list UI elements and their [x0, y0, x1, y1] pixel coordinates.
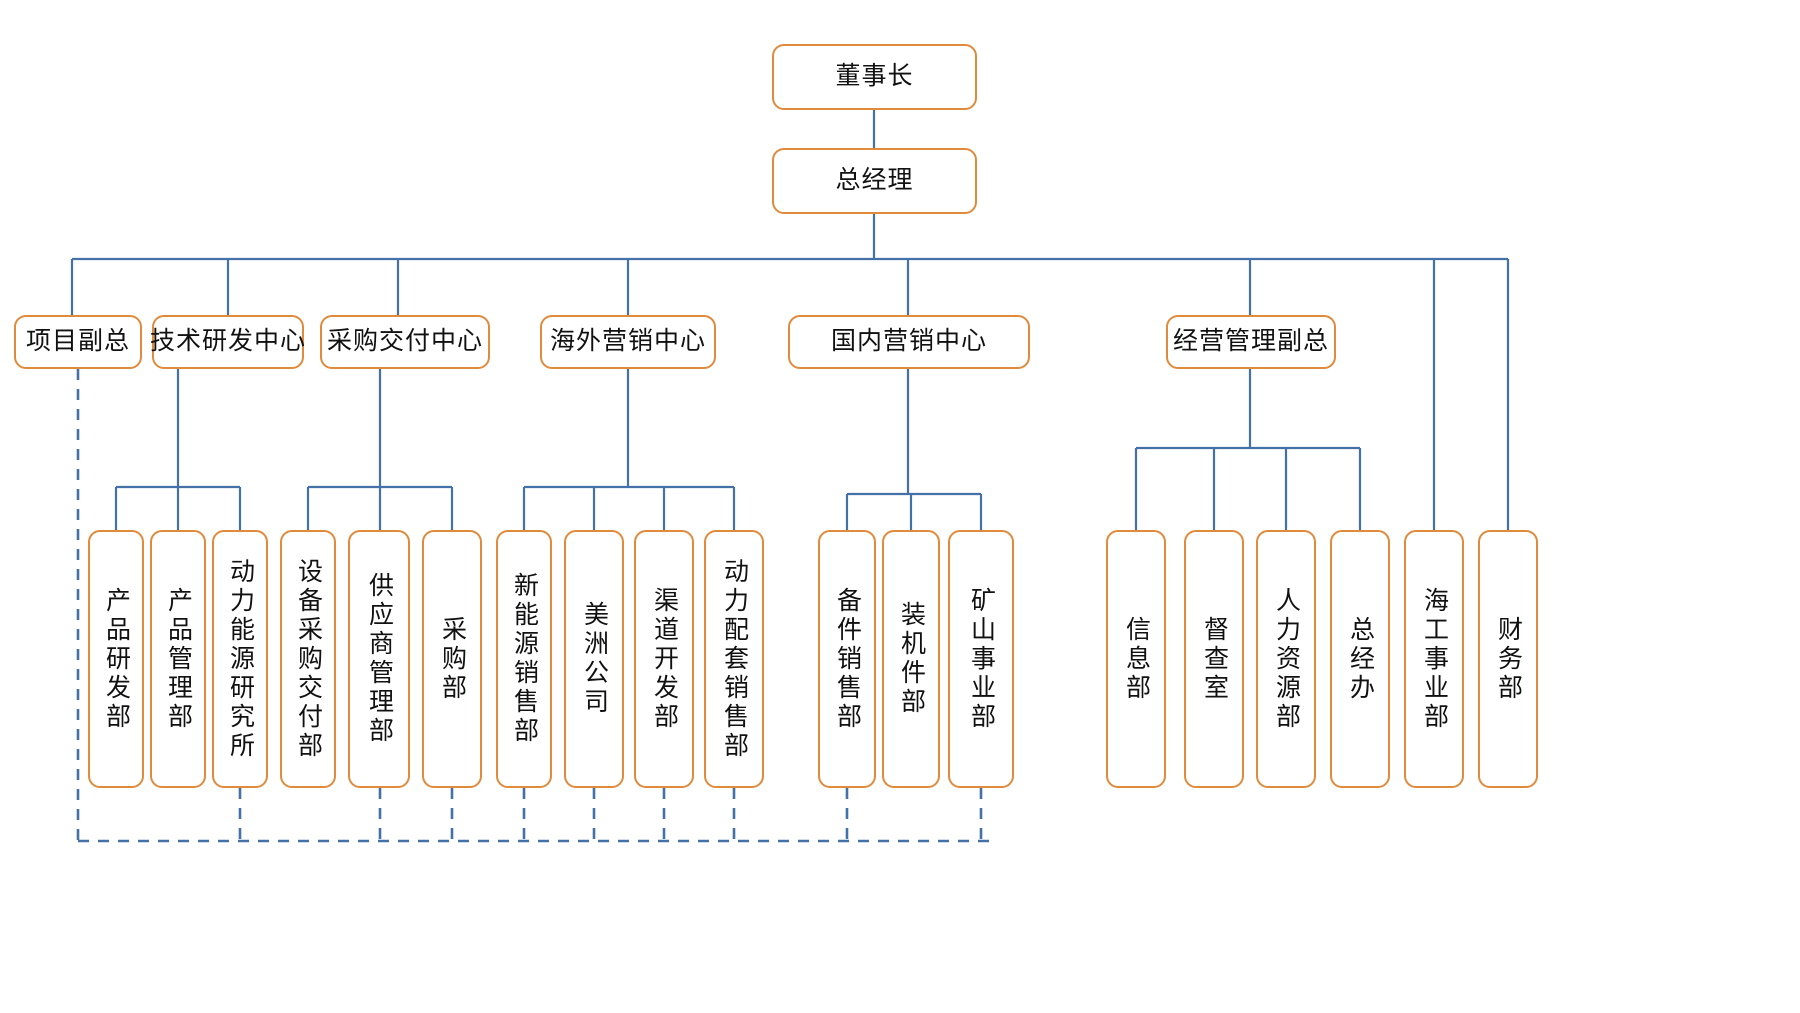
- node-label-chairman: 董事长: [835, 62, 914, 91]
- node-label-new-energy-sales: 新能源销售部: [510, 572, 539, 746]
- node-mining-div[interactable]: 矿山事业部: [948, 530, 1014, 788]
- node-label-mining-div: 矿山事业部: [967, 586, 996, 732]
- node-label-overseas-center: 海外营销中心: [549, 327, 706, 356]
- node-label-americas-co: 美洲公司: [580, 601, 609, 717]
- node-domestic-center[interactable]: 国内营销中心: [788, 315, 1030, 369]
- node-product-mgmt[interactable]: 产品管理部: [150, 530, 206, 788]
- node-supplier-mgmt[interactable]: 供应商管理部: [348, 530, 410, 788]
- node-label-gm-office: 总经办: [1346, 615, 1375, 703]
- node-new-energy-sales[interactable]: 新能源销售部: [496, 530, 552, 788]
- node-label-info-dept: 信息部: [1122, 615, 1151, 703]
- node-info-dept[interactable]: 信息部: [1106, 530, 1166, 788]
- node-americas-co[interactable]: 美洲公司: [564, 530, 624, 788]
- node-chairman[interactable]: 董事长: [772, 44, 977, 110]
- node-product-rd[interactable]: 产品研发部: [88, 530, 144, 788]
- node-label-purchase-center: 采购交付中心: [326, 327, 483, 356]
- node-power-kit-sales[interactable]: 动力配套销售部: [704, 530, 764, 788]
- node-general-manager[interactable]: 总经理: [772, 148, 977, 214]
- node-label-general-manager: 总经理: [835, 166, 914, 195]
- node-label-hr-dept: 人力资源部: [1272, 586, 1301, 732]
- node-label-finance-dept: 财务部: [1494, 615, 1523, 703]
- node-channel-dev[interactable]: 渠道开发部: [634, 530, 694, 788]
- node-label-domestic-center: 国内营销中心: [830, 327, 987, 356]
- node-spare-parts[interactable]: 备件销售部: [818, 530, 876, 788]
- node-project-vp[interactable]: 项目副总: [14, 315, 142, 369]
- node-label-equip-purchase: 设备采购交付部: [294, 557, 323, 761]
- node-label-product-mgmt: 产品管理部: [164, 586, 193, 732]
- node-supervision[interactable]: 督查室: [1184, 530, 1244, 788]
- node-label-ops-vp: 经营管理副总: [1172, 327, 1329, 356]
- node-power-energy[interactable]: 动力能源研究所: [212, 530, 268, 788]
- node-label-assembly-parts: 装机件部: [897, 601, 926, 717]
- node-label-supervision: 督查室: [1200, 615, 1229, 703]
- node-label-channel-dev: 渠道开发部: [650, 586, 679, 732]
- node-label-supplier-mgmt: 供应商管理部: [365, 572, 394, 746]
- node-rd-center[interactable]: 技术研发中心: [150, 315, 307, 369]
- node-assembly-parts[interactable]: 装机件部: [882, 530, 940, 788]
- node-label-project-vp: 项目副总: [25, 327, 130, 356]
- node-label-rd-center: 技术研发中心: [150, 327, 307, 356]
- node-label-power-kit-sales: 动力配套销售部: [720, 557, 749, 761]
- node-ops-vp[interactable]: 经营管理副总: [1166, 315, 1336, 369]
- node-finance-dept[interactable]: 财务部: [1478, 530, 1538, 788]
- node-label-offshore-div: 海工事业部: [1420, 586, 1449, 732]
- node-gm-office[interactable]: 总经办: [1330, 530, 1390, 788]
- node-equip-purchase[interactable]: 设备采购交付部: [280, 530, 336, 788]
- node-label-power-energy: 动力能源研究所: [226, 557, 255, 761]
- node-hr-dept[interactable]: 人力资源部: [1256, 530, 1316, 788]
- node-overseas-center[interactable]: 海外营销中心: [540, 315, 716, 369]
- node-offshore-div[interactable]: 海工事业部: [1404, 530, 1464, 788]
- node-label-product-rd: 产品研发部: [102, 586, 131, 732]
- node-purchase-center[interactable]: 采购交付中心: [320, 315, 490, 369]
- node-purchase-dept[interactable]: 采购部: [422, 530, 482, 788]
- node-label-spare-parts: 备件销售部: [833, 586, 862, 732]
- node-label-purchase-dept: 采购部: [438, 615, 467, 703]
